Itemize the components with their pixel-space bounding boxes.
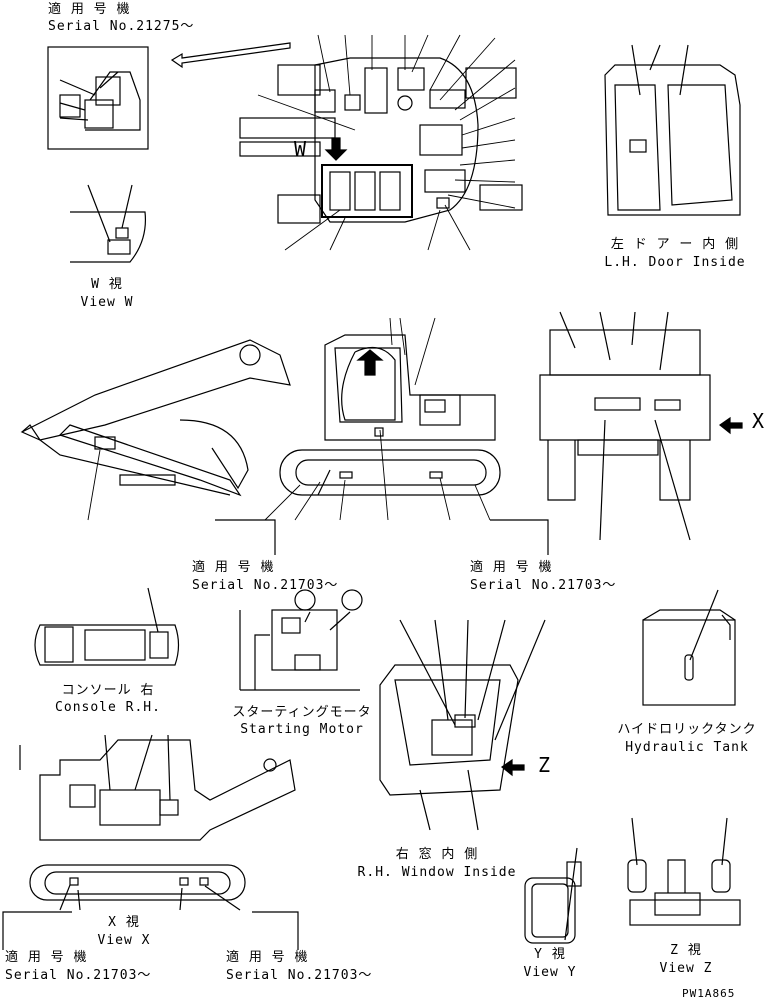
applicable-label-bot-right: 適 用 号 機 [226, 950, 309, 965]
top-view-machine [239, 57, 523, 224]
tank-jp: ハイドロリックタンク [617, 722, 757, 737]
view-z-part [627, 817, 741, 926]
window-jp: 右 窓 内 側 [395, 847, 479, 862]
view-w-en: View W [80, 295, 134, 310]
view-z-en: View Z [659, 961, 713, 976]
view-w-marker: W [294, 137, 308, 161]
side-view-x [19, 734, 296, 911]
view-w-jp: W 視 [91, 277, 123, 292]
view-x-jp: X 視 [108, 915, 140, 930]
serial-box-mid-left [215, 519, 276, 555]
starter-en: Starting Motor [240, 722, 364, 737]
serial-bot-right: Serial No.21703～ [226, 968, 373, 983]
applicable-label-mid-left: 適 用 号 機 [192, 560, 275, 575]
view-z-jp: Z 視 [670, 943, 702, 958]
door-jp: 左 ド ア ー 内 側 [610, 237, 740, 252]
view-y-jp: Y 視 [534, 947, 566, 962]
door-en: L.H. Door Inside [604, 255, 746, 270]
console-en: Console R.H. [55, 700, 161, 715]
starting-motor-view [239, 589, 363, 691]
rh-window-view [379, 619, 546, 831]
applicable-label-mid-right: 適 用 号 機 [470, 560, 553, 575]
applicable-label-top: 適 用 号 機 [48, 2, 131, 17]
arrow-z-label: Z [538, 753, 552, 777]
inset-serial-21275 [47, 46, 149, 150]
serial-box-bot-left [2, 911, 72, 950]
view-x-en: View X [97, 933, 151, 948]
drawing-code: PW1A865 [682, 987, 736, 1000]
serial-box-bot-right [252, 911, 299, 950]
serial-bot-left: Serial No.21703～ [5, 968, 152, 983]
serial-box-mid-right [490, 519, 549, 555]
top-view-leaders [257, 34, 516, 251]
lh-door-view [604, 44, 741, 216]
rear-view-excavator [539, 311, 743, 541]
console-jp: コンソール 右 [61, 683, 155, 698]
side-view-leaders [87, 317, 491, 521]
view-w-part [70, 184, 147, 263]
serial-top: Serial No.21275～ [48, 19, 195, 34]
serial-mid-right: Serial No.21703～ [470, 578, 617, 593]
starter-jp: スターティングモータ [232, 705, 372, 720]
view-y-part [524, 847, 582, 944]
console-rh-view [34, 587, 180, 666]
inset-arrow [170, 42, 291, 69]
window-en: R.H. Window Inside [357, 865, 517, 880]
applicable-label-bot-left: 適 用 号 機 [5, 950, 88, 965]
side-view-excavator [20, 334, 501, 497]
serial-mid-left: Serial No.21703～ [192, 578, 339, 593]
tank-en: Hydraulic Tank [625, 740, 749, 755]
view-y-en: View Y [523, 965, 577, 980]
hydraulic-tank-view [642, 589, 736, 706]
arrow-x-label: X [752, 409, 766, 433]
